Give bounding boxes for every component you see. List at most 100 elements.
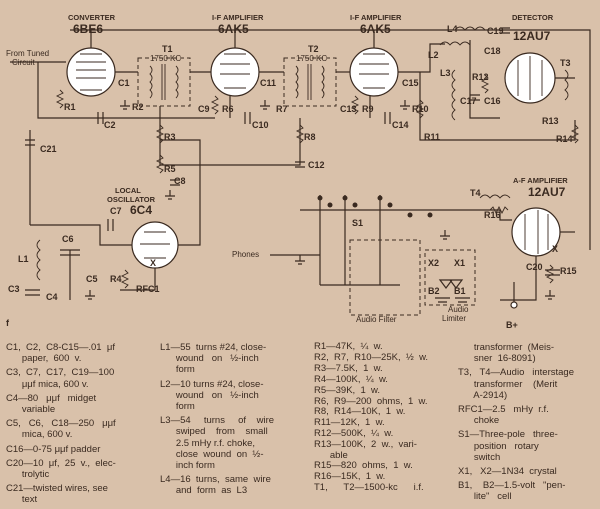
c12-label: C12 — [308, 160, 325, 170]
part-entry: C20—10 μf, 25 v., elec- trolytic — [6, 457, 116, 481]
t1-label: T1 — [162, 44, 173, 54]
c9-label: C9 — [198, 104, 210, 114]
l2-coil — [439, 41, 471, 46]
part-entry: R6, R9—200 ohms, 1 w. — [314, 395, 428, 407]
c16-label: C16 — [484, 96, 501, 106]
tube-v5-label: 6C4 — [130, 203, 152, 217]
tube-v1-label: 6BE6 — [73, 22, 103, 36]
c2-label: C2 — [104, 120, 116, 130]
part-entry: S1—Three-pole three- position rotary swi… — [458, 429, 558, 463]
x-label-b: X — [552, 244, 558, 254]
stage-label-if-amp-1: I-F AMPLIFIER — [212, 13, 264, 22]
x2-label: X2 — [428, 258, 439, 268]
c3-label: C3 — [8, 284, 20, 294]
r6-label: R6 — [222, 104, 234, 114]
part-entry: R3—7.5K, 1 w. — [314, 362, 383, 374]
t3-label: T3 — [560, 58, 571, 68]
part-entry: R1—47K, ¼ w. — [314, 341, 383, 352]
stage-label-if-amp-2: I-F AMPLIFIER — [350, 13, 402, 22]
tube-v2-label: 6AK5 — [218, 22, 249, 36]
part-entry: B1, B2—1.5-volt "pen- lite" cell — [458, 480, 566, 503]
b2-label: B2 — [428, 286, 440, 296]
part-entry: R12—500K, ¼ w. — [314, 428, 394, 440]
schematic-diagram: CONVERTER I-F AMPLIFIER I-F AMPLIFIER DE… — [6, 13, 591, 330]
c20-label: C20 — [526, 262, 543, 272]
part-entry: C16—0-75 μμf padder — [6, 443, 101, 455]
c6-label: C6 — [62, 234, 74, 244]
r8-label: R8 — [304, 132, 316, 142]
tube-v4-label: 12AU7 — [513, 29, 551, 43]
c10-label: C10 — [252, 120, 269, 130]
crystal-diodes — [438, 279, 464, 289]
rfc1-label: RFC1 — [136, 284, 160, 294]
schematic-figure: CONVERTER I-F AMPLIFIER I-F AMPLIFIER DE… — [0, 13, 600, 505]
t2-shield — [283, 57, 337, 107]
r9-label: R9 — [362, 104, 374, 114]
tube-v2-envelope — [210, 47, 260, 97]
c4-label: C4 — [46, 292, 58, 302]
tube-internals — [76, 53, 549, 259]
tube-v1-envelope — [66, 47, 116, 97]
audio-limiter-label-2: Limiter — [442, 314, 466, 323]
t2-label: T2 — [308, 44, 319, 54]
parts-col-2: L1—55 turns #24, close- wound on ½-inch … — [160, 342, 310, 500]
switch-s1 — [317, 195, 433, 218]
r16-label: R16 — [484, 210, 501, 220]
coils — [36, 26, 569, 281]
r7-label: R7 — [276, 104, 288, 114]
part-entry: L3—54 turns of wire swiped from small 2.… — [160, 415, 275, 472]
s1-label: S1 — [352, 218, 363, 228]
c7-label: C7 — [110, 206, 122, 216]
l2-label: L2 — [428, 50, 439, 60]
part-entry: R15—820 ohms, 1 w. — [314, 460, 413, 472]
c13-label: C13 — [340, 104, 357, 114]
r2-label: R2 — [132, 102, 144, 112]
part-entry: L1—55 turns #24, close- wound on ½-inch … — [160, 342, 267, 376]
from-tuned-label-1: From Tuned — [6, 49, 49, 58]
part-entry: R13—100K, 2 w., vari- able — [314, 439, 417, 461]
l4-coil — [454, 26, 486, 31]
part-entry: L4—16 turns, same wire and form as L3 — [160, 474, 271, 497]
audio-limiter-label-1: Audio — [448, 305, 469, 314]
t2-coils — [295, 64, 325, 100]
b-plus-bus — [70, 29, 591, 250]
l3-coil — [451, 69, 456, 121]
r11-label: R11 — [424, 132, 440, 142]
phones-label: Phones — [232, 250, 259, 259]
t1-shield — [137, 57, 191, 107]
stage-label-converter: CONVERTER — [68, 13, 116, 22]
bplus-label: B+ — [506, 320, 518, 330]
part-entry: transformer (Meis- sner 16-8091) — [473, 342, 555, 365]
parts-list: C1, C2, C8-C15—.01 μf paper, 600 v. C3, … — [0, 341, 600, 505]
capacitors — [25, 27, 560, 296]
c1-label: C1 — [118, 78, 130, 88]
audio-filter-label: Audio Filter — [356, 315, 397, 324]
l3-label: L3 — [440, 68, 451, 78]
part-entry: L2—10 turns #24, close- wound on ½-inch … — [160, 378, 264, 413]
parts-col-4: transformer (Meis- sner 16-8091) T3, T4—… — [458, 342, 598, 506]
part-entry: R16—15K, 1 w. — [314, 471, 386, 483]
c17-label: C17 — [460, 96, 477, 106]
part-entry: R2, R7, R10—25K, ½ w. — [314, 351, 429, 363]
part-entry: X1, X2—1N34 crystal — [458, 466, 557, 478]
resistors — [55, 74, 580, 289]
part-entry: C21—twisted wires, see text — [6, 483, 108, 506]
r3-label: R3 — [164, 132, 176, 142]
part-entry: C4—80 μμf midget variable — [6, 392, 97, 416]
tube-v3-label: 6AK5 — [360, 22, 391, 36]
t2-freq: 1750 KC — [296, 54, 327, 63]
figure-f-label: f — [6, 318, 10, 328]
tube-v6-label: 12AU7 — [528, 185, 566, 199]
l4-label: L4 — [447, 24, 458, 34]
t4-coil — [479, 194, 511, 199]
part-entry: T3, T4—Audio interstage transformer (Mer… — [458, 367, 574, 401]
c15-label: C15 — [402, 78, 419, 88]
r13-label: R13 — [542, 116, 559, 126]
grounds — [85, 100, 555, 300]
part-entry: R4—100K, ¼ w. — [314, 373, 388, 385]
r4-label: R4 — [110, 274, 122, 284]
t4-label: T4 — [470, 188, 481, 198]
c18-label: C18 — [484, 46, 501, 56]
bplus-terminal — [510, 301, 518, 309]
t3-coil — [564, 69, 569, 101]
